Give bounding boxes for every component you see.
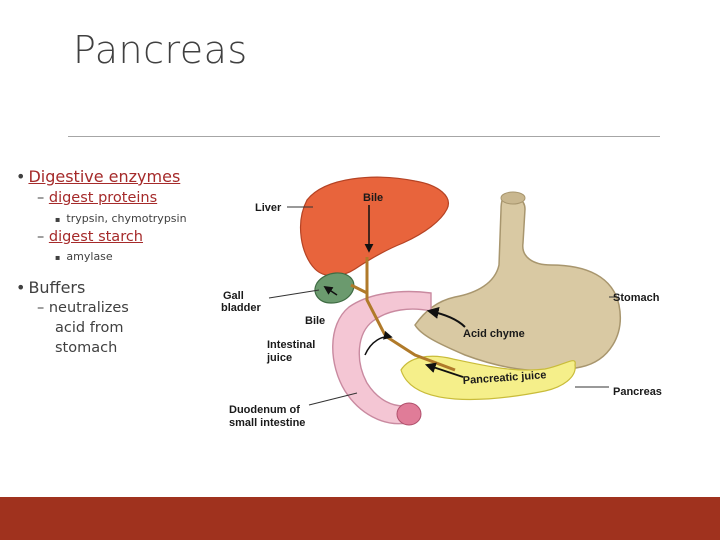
duodenum-shape xyxy=(332,290,432,425)
liver-shape xyxy=(300,176,449,277)
label-gall: Gall xyxy=(223,290,244,302)
dash: – xyxy=(37,300,49,316)
label-bile-top: Bile xyxy=(363,192,383,204)
square-bullet: ▪ xyxy=(55,253,61,262)
bullet-neutralizes: – neutralizes xyxy=(37,300,129,316)
label-acid-chyme: Acid chyme xyxy=(463,328,525,340)
footer-bar xyxy=(0,497,720,540)
duodenum-opening xyxy=(396,402,422,426)
label-pancreas: Pancreas xyxy=(613,386,662,398)
bile-arrow-bottom xyxy=(323,286,338,296)
label-bladder: bladder xyxy=(221,302,261,314)
title-divider xyxy=(68,136,660,137)
bullet-text: digest proteins xyxy=(48,190,158,206)
bullet-dot: • xyxy=(16,278,26,297)
label-bile-bottom: Bile xyxy=(305,315,325,327)
cystic-duct xyxy=(350,283,368,295)
dash: – xyxy=(37,190,49,206)
label-liver: Liver xyxy=(255,202,282,214)
bullet-digestive-enzymes: •Digestive enzymes xyxy=(16,167,180,186)
gallbladder-leader xyxy=(268,289,320,299)
bullet-buffers: •Buffers xyxy=(16,278,85,297)
dash: – xyxy=(37,229,49,245)
gallbladder-shape xyxy=(314,272,355,304)
bullet-text: stomach xyxy=(55,340,118,356)
bullet-dot: • xyxy=(16,167,26,186)
stomach-shape xyxy=(414,194,621,372)
duodenum-leader xyxy=(308,392,358,406)
label-intestinal: Intestinal xyxy=(267,339,315,351)
slide-title: Pancreas xyxy=(73,28,248,72)
pancreas-diagram: Liver Bile Gall bladder Bile Stomach Aci… xyxy=(221,176,662,429)
bullet-stomach: stomach xyxy=(55,340,117,356)
label-juice: juice xyxy=(266,352,292,364)
intestinal-juice-arrow xyxy=(364,330,393,356)
bullet-text: trypsin, chymotrypsin xyxy=(66,212,187,225)
bullet-acid-from: acid from xyxy=(55,320,123,336)
bullet-trypsin: ▪ trypsin, chymotrypsin xyxy=(55,212,187,225)
label-stomach: Stomach xyxy=(613,292,660,304)
bullet-text: neutralizes xyxy=(48,300,129,316)
pancreatic-juice-arrow xyxy=(424,362,464,378)
bullet-text: acid from xyxy=(55,320,124,336)
esophagus-opening xyxy=(500,191,526,205)
bullet-text: Buffers xyxy=(28,278,86,297)
label-pancreatic-juice: Pancreatic juice xyxy=(462,369,546,387)
bullet-text: amylase xyxy=(66,250,113,263)
bullet-digest-proteins: – digest proteins xyxy=(37,190,157,206)
bile-duct xyxy=(365,257,387,336)
square-bullet: ▪ xyxy=(55,215,61,224)
bullet-amylase: ▪ amylase xyxy=(55,250,113,263)
bullet-text: Digestive enzymes xyxy=(28,167,181,186)
label-small-intestine: small intestine xyxy=(229,417,305,429)
bullet-digest-starch: – digest starch xyxy=(37,229,143,245)
bullet-text: digest starch xyxy=(48,229,143,245)
label-duodenum: Duodenum of xyxy=(229,404,300,416)
acid-chyme-arrow xyxy=(426,307,466,328)
pancreatic-duct xyxy=(386,335,456,372)
